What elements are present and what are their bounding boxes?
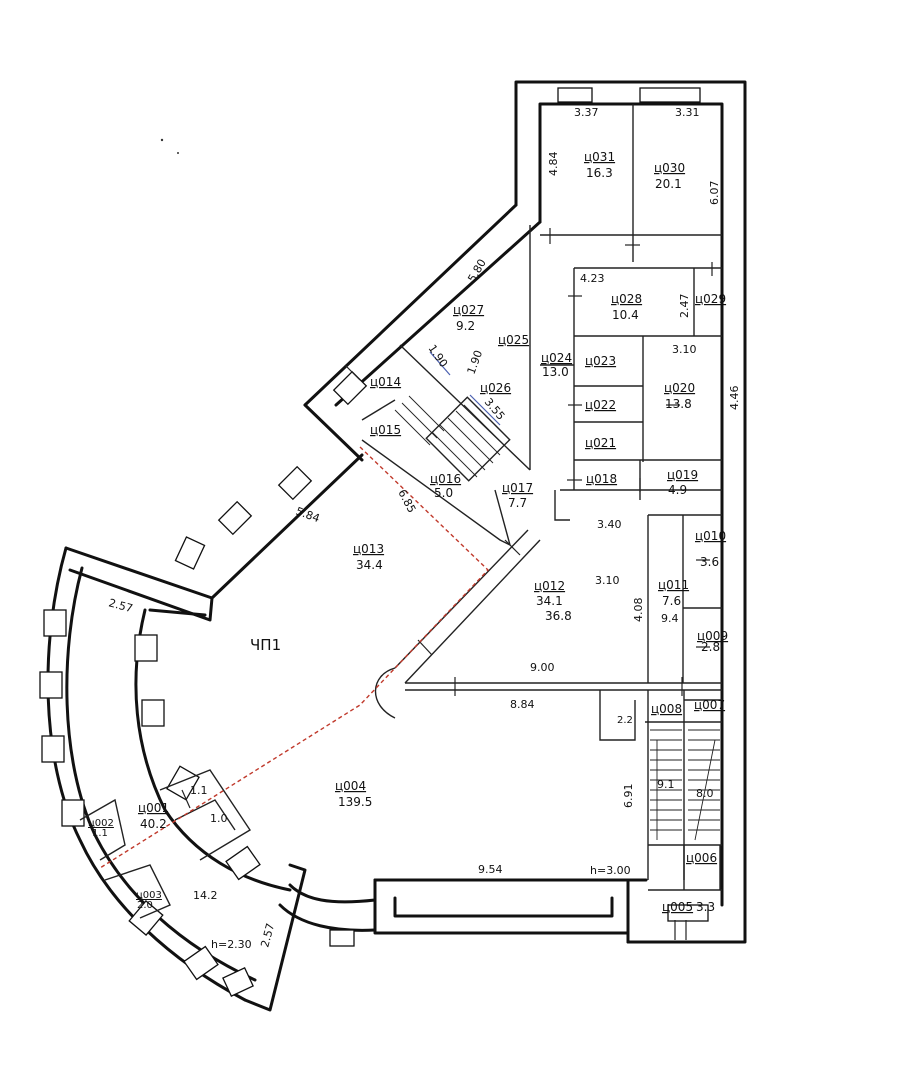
dim-954: 9.54 — [478, 863, 503, 876]
room-029-code: ц029 — [695, 292, 726, 306]
door-ticks — [181, 228, 713, 940]
room-017-area: 7.7 — [508, 496, 527, 510]
dim-91: 9.1 — [657, 778, 675, 791]
dim-408: 4.08 — [632, 598, 645, 623]
dim-11: 1.1 — [190, 784, 208, 797]
room-012-area: 34.1 — [536, 594, 563, 608]
room-013-code: ц013 — [353, 542, 384, 556]
room-003-area: 2.0 — [137, 900, 153, 911]
dim-340: 3.40 — [597, 518, 622, 531]
room-001-code: ц001 — [138, 801, 169, 815]
room-024-code: ц024 — [541, 351, 572, 365]
scan-speck — [177, 152, 179, 154]
room-020-area: 13.8 — [665, 397, 692, 411]
room-028-area: 10.4 — [612, 308, 639, 322]
room-027-code: ц027 — [453, 303, 484, 317]
room-030-code: ц030 — [654, 161, 685, 175]
dim-331: 3.31 — [675, 106, 700, 119]
dim-685: 6.85 — [395, 487, 418, 515]
room-010-code: ц010 — [695, 529, 726, 543]
room-027-area: 9.2 — [456, 319, 475, 333]
dim-310a: 3.10 — [672, 343, 697, 356]
room-020-code: ц020 — [664, 381, 695, 395]
room-007-code: ц007 — [694, 698, 725, 712]
room-002-area: 1.1 — [92, 828, 108, 839]
dim-94: 9.4 — [661, 612, 679, 625]
room-024-area: 13.0 — [542, 365, 569, 379]
dim-257a: 2.57 — [107, 596, 134, 615]
room-012-area2: 36.8 — [545, 609, 572, 623]
annotation-lines — [99, 351, 501, 869]
room-011-area: 7.6 — [662, 594, 681, 608]
room-031-area: 16.3 — [586, 166, 613, 180]
windows — [39, 87, 709, 997]
dim-355: 3.55 — [482, 396, 508, 423]
room-021-code: ц021 — [585, 436, 616, 450]
scan-speck — [160, 138, 164, 142]
dim-423: 4.23 — [580, 272, 605, 285]
dim-22: 2.2 — [617, 715, 633, 726]
main-label: ЧП1 — [250, 636, 281, 654]
room-030-area: 20.1 — [655, 177, 682, 191]
room-022-code: ц022 — [585, 398, 616, 412]
room-002-code: ц002 — [88, 818, 114, 829]
room-001-area: 40.2 — [140, 817, 167, 831]
room-003-code: ц003 — [136, 890, 162, 901]
room-012-code: ц012 — [534, 579, 565, 593]
room-labels: ЧП1 ц031 16.3 ц030 20.1 ц028 10.4 ц029 ц… — [88, 150, 728, 914]
dim-584: 5.84 — [294, 505, 321, 526]
room-023-code: ц023 — [585, 354, 616, 368]
room-016-area: 5.0 — [434, 486, 453, 500]
dim-h230: h=2.30 — [211, 938, 252, 951]
dim-310b: 3.10 — [595, 574, 620, 587]
dim-190a: 1.90 — [426, 342, 451, 370]
dim-337: 3.37 — [574, 106, 599, 119]
room-005-code: ц005 — [662, 900, 693, 914]
stairs — [394, 395, 720, 841]
room-014-code: ц014 — [370, 375, 401, 389]
room-017-code: ц017 — [502, 481, 533, 495]
dim-446: 4.46 — [728, 386, 741, 411]
room-004-area: 139.5 — [338, 795, 372, 809]
room-028-code: ц028 — [611, 292, 642, 306]
dim-257b: 2.57 — [258, 922, 277, 949]
room-025-code: ц025 — [498, 333, 529, 347]
dim-142: 14.2 — [193, 889, 218, 902]
room-026-code: ц026 — [480, 381, 511, 395]
dim-h300: h=3.00 — [590, 864, 631, 877]
dim-484: 4.84 — [547, 152, 560, 177]
dim-607: 6.07 — [708, 181, 721, 206]
room-015-code: ц015 — [370, 423, 401, 437]
dim-80: 8.0 — [696, 787, 714, 800]
dim-10: 1.0 — [210, 812, 228, 825]
dim-247: 2.47 — [678, 294, 691, 319]
dim-190b: 1.90 — [465, 349, 486, 376]
room-031-code: ц031 — [584, 150, 615, 164]
dim-884: 8.84 — [510, 698, 535, 711]
room-009-code: ц009 — [697, 629, 728, 643]
dim-900: 9.00 — [530, 661, 555, 674]
room-006-code: ц006 — [686, 851, 717, 865]
dimensions: 3.37 3.31 4.84 6.07 4.23 2.47 5.80 1.90 … — [107, 106, 741, 951]
room-016-code: ц016 — [430, 472, 461, 486]
room-004-code: ц004 — [335, 779, 366, 793]
room-005-area: 3.3 — [696, 900, 715, 914]
outer-walls — [46, 80, 747, 1012]
room-010-area: 3.6 — [700, 555, 719, 569]
dim-691: 6.91 — [622, 784, 635, 809]
room-019-area: 4.9 — [668, 483, 687, 497]
room-008-code: ц008 — [651, 702, 682, 716]
room-011-code: ц011 — [658, 578, 689, 592]
room-009-area: 2.8 — [701, 640, 720, 654]
room-018-code: ц018 — [586, 472, 617, 486]
room-013-area: 34.4 — [356, 558, 383, 572]
room-019-code: ц019 — [667, 468, 698, 482]
